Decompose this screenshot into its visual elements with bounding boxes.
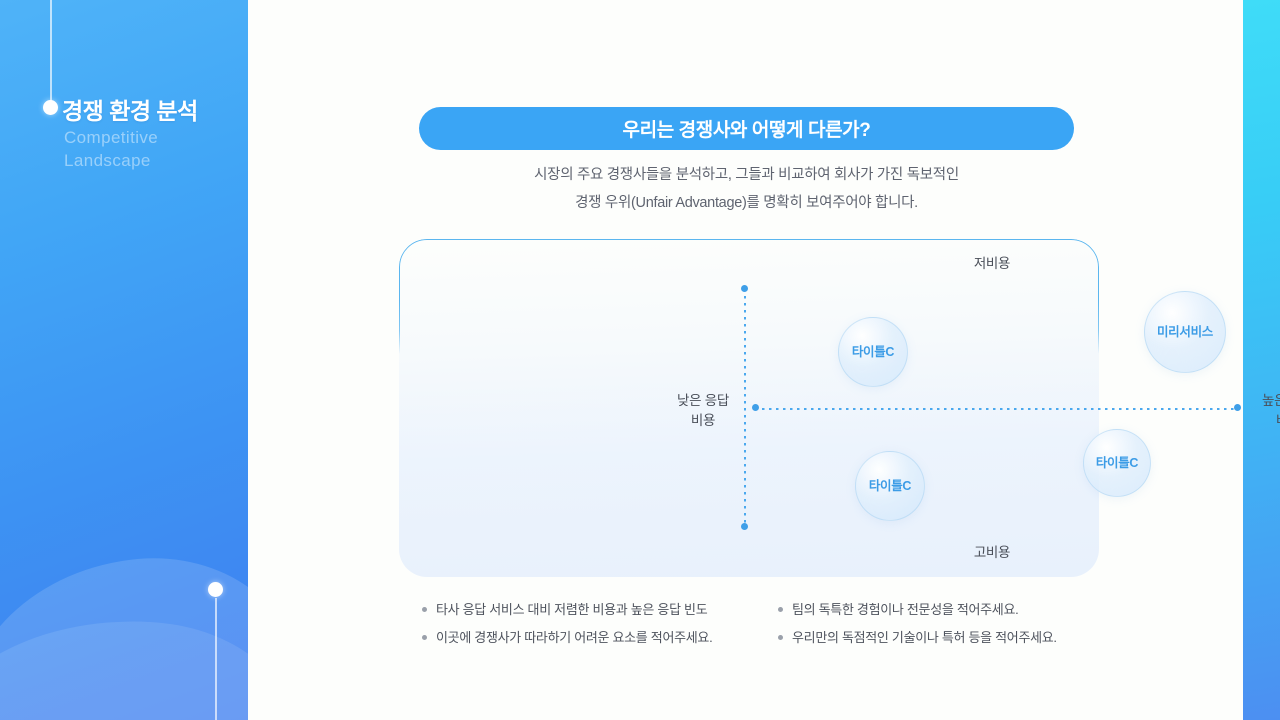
chart-bubble-top-right[interactable]: 미리서비스 [1144,291,1226,373]
sidebar: 경쟁 환경 분석 Competitive Landscape [0,0,248,720]
chart-bubble-label: 타이틀C [1095,455,1139,470]
axis-label-left-line-1: 낮은 응답 [677,393,729,408]
right-edge-accent-strip [1243,0,1280,720]
bullet-dot-icon [422,607,427,612]
chart-bubble-label: 미리서비스 [1156,324,1213,339]
list-item-text: 우리만의 독점적인 기술이나 특허 등을 적어주세요. [792,629,1057,645]
chart-bubble-bottom-right[interactable]: 타이틀C [1083,429,1151,497]
chart-vertical-axis [744,289,746,529]
page-subtitle-line-2: 경쟁 우위(Unfair Advantage)를 명확히 보여주어야 합니다. [575,194,918,211]
axis-label-left-line-2: 비용 [690,412,716,428]
list-item-text: 타사 응답 서비스 대비 저렴한 비용과 높은 응답 빈도 [436,602,708,617]
bullet-dot-icon [778,634,783,640]
list-item-text: 팀의 독특한 경험이나 전문성을 적어주세요. [792,602,1019,617]
sidebar-section-title: 경쟁 환경 분석 [62,98,198,124]
page-subtitle-line-1: 시장의 주요 경쟁사들을 분석하고, 그들과 비교하여 회사가 가진 독보적인 [534,167,959,183]
hanging-dot-top-decoration [43,100,58,115]
chart-bubble-bottom-left[interactable]: 타이틀C [855,451,925,521]
sidebar-wave-decoration [0,545,248,720]
bullet-dot-icon [422,634,427,640]
list-item: 우리만의 독점적인 기술이나 특허 등을 적어주세요. [778,629,1108,647]
axis-endpoint-dot-left [752,404,759,411]
axis-endpoint-dot-top [741,285,748,292]
chart-bubble-label: 타이틀C [851,344,895,359]
chart-bubble-label: 타이틀C [868,478,912,493]
axis-label-right-line-1: 높은 응답 [1262,393,1280,408]
axis-label-right-line-2: 비용 [1233,411,1280,431]
page-title-pill: 우리는 경쟁사와 어떻게 다른가? [419,107,1074,150]
axis-label-right: 높은 응답 비용 [1233,391,1280,430]
hanging-dot-bottom-decoration [208,582,223,597]
chart-horizontal-axis [755,408,1240,410]
sidebar-subtitle-line-1: Competitive [64,128,159,147]
page-subtitle: 시장의 주요 경쟁사들을 분석하고, 그들과 비교하여 회사가 가진 독보적인 … [419,162,1074,217]
axis-label-left: 낮은 응답 비용 [648,391,758,430]
chart-bubble-top-left[interactable]: 타이틀C [838,317,908,387]
hanging-line-top-decoration [50,0,52,106]
axis-endpoint-dot-right [1234,404,1241,411]
notes-left-column: 타사 응답 서비스 대비 저렴한 비용과 높은 응답 빈도 이곳에 경쟁사가 따… [422,601,752,656]
list-item: 이곳에 경쟁사가 따라하기 어려운 요소를 적어주세요. [422,629,752,647]
bullet-dot-icon [778,607,783,612]
axis-label-bottom: 고비용 [973,545,1011,560]
sidebar-section-subtitle: Competitive Landscape [64,127,158,172]
main-content: 우리는 경쟁사와 어떻게 다른가? 시장의 주요 경쟁사들을 분석하고, 그들과… [248,0,1280,720]
axis-endpoint-dot-bottom [741,523,748,530]
list-item-text: 이곳에 경쟁사가 따라하기 어려운 요소를 적어주세요. [436,629,713,645]
list-item: 타사 응답 서비스 대비 저렴한 비용과 높은 응답 빈도 [422,601,752,619]
sidebar-subtitle-line-2: Landscape [64,150,151,170]
notes-right-column: 팀의 독특한 경험이나 전문성을 적어주세요. 우리만의 독점적인 기술이나 특… [778,601,1108,656]
axis-label-top: 저비용 [973,256,1011,271]
list-item: 팀의 독특한 경험이나 전문성을 적어주세요. [778,601,1108,619]
page-title: 우리는 경쟁사와 어떻게 다른가? [622,120,871,141]
hanging-line-bottom-decoration [215,598,217,720]
